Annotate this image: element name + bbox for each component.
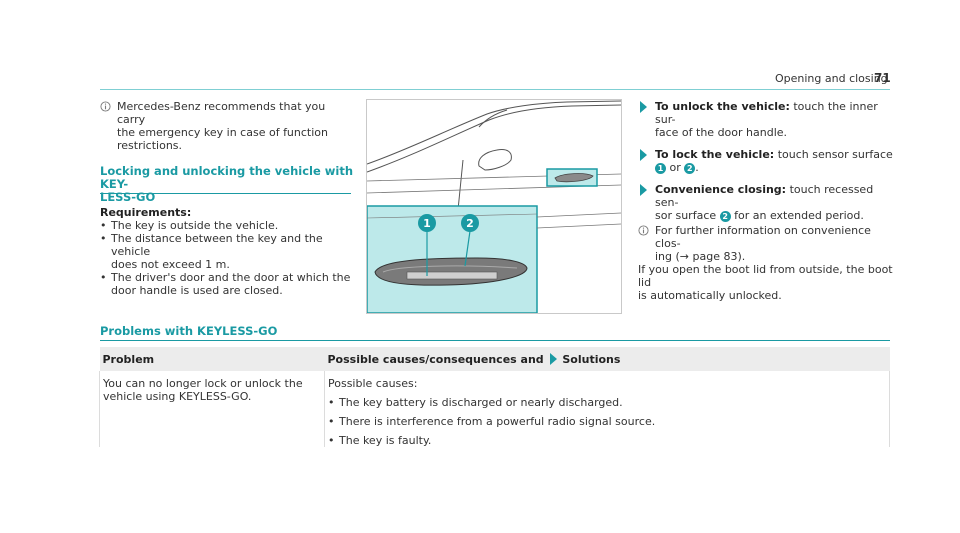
problems-table: Problem Possible causes/consequences and… xyxy=(99,347,890,447)
section-title-keyless-go: Locking and unlocking the vehicle with K… xyxy=(100,165,355,204)
col-solutions-label: Solutions xyxy=(562,352,621,366)
table-header-row: Problem Possible causes/consequences and… xyxy=(99,347,890,371)
info-note: Mercedes-Benz recommends that you carry … xyxy=(100,100,355,152)
convenience-text: for an extended period. xyxy=(734,209,864,222)
causes-label: Possible causes: xyxy=(328,377,418,390)
requirement-text: The key is outside the vehicle. xyxy=(111,219,279,232)
requirement-item: The key is outside the vehicle. xyxy=(100,219,360,232)
boot-lid-note: If you open the boot lid from outside, t… xyxy=(638,263,896,302)
info-icon xyxy=(638,225,649,236)
section-rule xyxy=(100,193,351,194)
unlock-label: To unlock the vehicle: xyxy=(655,100,790,113)
solutions-arrow-icon xyxy=(549,352,557,365)
convenience-label: Convenience closing: xyxy=(655,183,787,196)
cause-item: The key is faulty. xyxy=(328,434,889,447)
lock-text: touch sensor surface xyxy=(777,148,893,161)
requirement-text: does not exceed 1 m. xyxy=(111,258,230,271)
problem-cell: You can no longer lock or unlock the veh… xyxy=(99,371,325,447)
requirement-text: door handle is used are closed. xyxy=(111,284,283,297)
problem-text: You can no longer lock or unlock the xyxy=(103,377,303,390)
step-arrow-icon xyxy=(640,101,647,113)
cause-item: There is interference from a powerful ra… xyxy=(328,415,889,428)
convenience-text: sor surface xyxy=(655,209,717,222)
header-divider xyxy=(100,89,890,90)
car-door-illustration: 1 2 xyxy=(366,100,622,314)
info-note-convenience: For further information on convenience c… xyxy=(638,224,896,263)
instructions-column: To unlock the vehicle: touch the inner s… xyxy=(638,100,896,302)
requirement-item: The distance between the key and the veh… xyxy=(100,232,360,271)
col-problem-header: Problem xyxy=(99,347,325,371)
info-text: ing (→ page 83). xyxy=(655,250,746,263)
lock-label: To lock the vehicle: xyxy=(655,148,775,161)
door-handle-figure: 1 2 xyxy=(366,99,622,314)
unlock-step: To unlock the vehicle: touch the inner s… xyxy=(638,100,896,139)
requirement-item: The driver's door and the door at which … xyxy=(100,271,360,297)
problems-title: Problems with KEYLESS-GO xyxy=(100,324,278,338)
callout-2-inline: 2 xyxy=(719,211,731,222)
info-text: For further information on convenience c… xyxy=(655,224,871,250)
note-line: restrictions. xyxy=(117,139,183,152)
cause-item: The key battery is discharged or nearly … xyxy=(328,396,889,409)
requirement-text: The driver's door and the door at which … xyxy=(111,271,351,284)
step-arrow-icon xyxy=(640,184,647,196)
lock-or: or xyxy=(669,161,681,174)
problems-rule xyxy=(100,340,890,341)
lock-step: To lock the vehicle: touch sensor surfac… xyxy=(638,148,896,174)
requirements-label: Requirements: xyxy=(100,206,192,219)
info-icon xyxy=(100,101,111,112)
convenience-text: touch recessed sen- xyxy=(655,183,874,209)
callout-1-inline: 1 xyxy=(655,163,666,174)
unlock-text: face of the door handle. xyxy=(655,126,788,139)
note-line: the emergency key in case of function xyxy=(117,126,328,139)
problem-text: vehicle using KEYLESS-GO. xyxy=(103,390,252,403)
page-number: 71 xyxy=(874,71,891,85)
callout-2-inline: 2 xyxy=(684,163,696,174)
table-row: You can no longer lock or unlock the veh… xyxy=(99,371,890,447)
note-line: Mercedes-Benz recommends that you carry xyxy=(117,100,326,126)
col-causes-label: Possible causes/consequences and xyxy=(327,352,544,366)
unlock-text: touch the inner sur- xyxy=(655,100,878,126)
requirements-block: Requirements: The key is outside the veh… xyxy=(100,206,360,297)
boot-text: If you open the boot lid from outside, t… xyxy=(638,263,893,289)
requirement-text: The distance between the key and the veh… xyxy=(111,232,323,258)
running-header-title: Opening and closing xyxy=(775,72,888,85)
callout-1: 1 xyxy=(423,217,431,230)
convenience-step: Convenience closing: touch recessed sen-… xyxy=(638,183,896,222)
causes-cell: Possible causes: The key battery is disc… xyxy=(324,371,890,447)
section-title-line: Locking and unlocking the vehicle with K… xyxy=(100,164,354,191)
col-causes-header: Possible causes/consequences and Solutio… xyxy=(324,347,890,371)
callout-2: 2 xyxy=(466,217,474,230)
step-arrow-icon xyxy=(640,149,647,161)
lock-end: . xyxy=(695,161,699,174)
boot-text: is automatically unlocked. xyxy=(638,289,782,302)
